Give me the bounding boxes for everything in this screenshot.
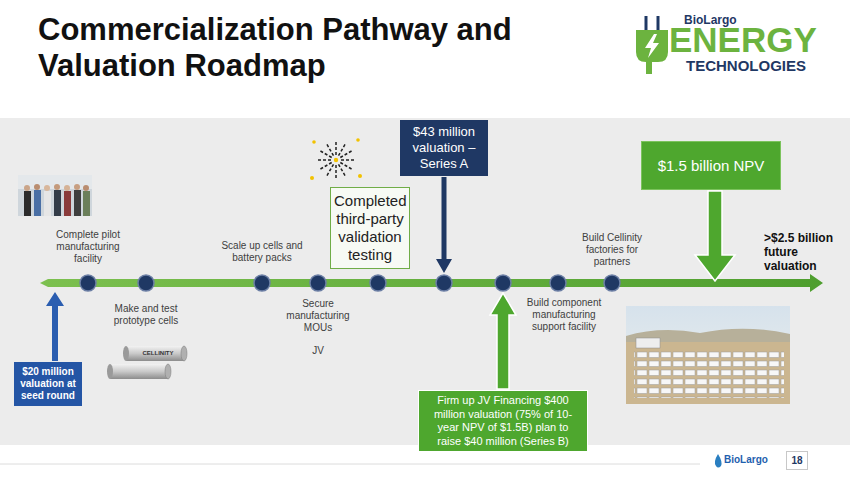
fireworks-icon: [339, 164, 347, 177]
fireworks-icon: [319, 163, 332, 171]
npv-arrow: [695, 191, 735, 281]
validation-box: Completed third-party validation testing: [330, 187, 410, 269]
facility-photo: [636, 338, 660, 348]
milestone-label: JV: [298, 345, 338, 357]
biolargo-small-logo-icon: [715, 454, 722, 468]
fireworks-icon: [339, 143, 347, 156]
facility-photo: [626, 306, 790, 404]
seed-arrow: [46, 292, 64, 361]
team-photo: [44, 191, 51, 216]
milestone-label: Build component manufacturing support fa…: [519, 297, 609, 333]
team-photo: [34, 190, 41, 216]
milestone-label: Scale up cells and battery packs: [216, 240, 308, 264]
fireworks-stars: [310, 176, 314, 180]
team-photo: [34, 184, 40, 190]
cell-brand-label: CELLINITY: [136, 349, 180, 357]
battery-cells-image: [126, 346, 184, 361]
fireworks-icon: [340, 163, 353, 171]
logo-plug-icon: [657, 16, 660, 30]
slide-title: Commercialization Pathway and Valuation …: [38, 12, 608, 84]
fireworks-icon: [335, 140, 337, 155]
fireworks-icon: [341, 159, 356, 161]
timeline-arrow: [40, 274, 823, 292]
timeline-dots: [254, 275, 270, 291]
fireworks-icon: [316, 140, 356, 180]
fireworks-icon: [326, 164, 334, 177]
facility-photo: [626, 306, 790, 404]
timeline-dots: [550, 275, 566, 291]
team-photo: [83, 185, 89, 191]
series-b-arrow: [490, 293, 516, 389]
team-photo: [44, 185, 50, 191]
battery-cells-image: [181, 346, 187, 361]
timeline-dots: [80, 275, 620, 291]
milestone-label: Make and test prototype cells: [96, 303, 196, 327]
footer-rule: [0, 464, 700, 465]
box-text: Firm up JV Financing $400 million valuat…: [425, 394, 581, 448]
fireworks-stars: [356, 138, 360, 142]
biolargo-small-logo-icon: [715, 454, 722, 468]
timeline-dots: [604, 275, 620, 291]
timeline-dots: [138, 275, 154, 291]
facility-photo: [634, 350, 784, 398]
fireworks-icon: [335, 165, 337, 180]
fireworks-stars: [312, 140, 316, 144]
team-photo: [74, 184, 80, 190]
footer-logo-text: BioLargo: [724, 454, 784, 466]
battery-cells-image: [123, 346, 129, 361]
fireworks-icon: [319, 150, 332, 158]
team-photo: [74, 190, 81, 216]
fireworks-stars: [334, 158, 338, 162]
fireworks-icon: [326, 143, 334, 156]
fireworks-icon: [340, 150, 353, 158]
series-a-arrow: [436, 177, 452, 273]
logo-plug-icon: [645, 16, 648, 30]
team-photo: [18, 175, 92, 216]
facility-photo: [626, 342, 790, 404]
battery-cells-image: [107, 346, 187, 379]
page-number-box: 18: [786, 451, 808, 470]
battery-cells-image: [110, 364, 168, 379]
milestone-label: Secure manufacturing MOUs: [278, 298, 358, 334]
team-photo: [54, 190, 61, 216]
logo-technologies-text: TECHNOLOGIES: [686, 57, 826, 74]
box-text: 18: [787, 453, 807, 468]
milestone-label: Complete pilot manufacturing facility: [48, 229, 128, 265]
timeline-dots: [436, 275, 452, 291]
milestone-label: Build Cellinity factories for partners: [572, 232, 652, 268]
team-photo: [64, 185, 70, 191]
team-photo: [24, 191, 31, 216]
battery-cells-image: [107, 364, 113, 379]
timeline-dots: [370, 275, 386, 291]
battery-cells-image: [165, 364, 171, 379]
box-text: Completed third-party validation testing: [334, 192, 406, 264]
fireworks-icon: [316, 159, 331, 161]
npv-box: $1.5 billion NPV: [641, 141, 781, 190]
box-text: $1.5 billion NPV: [648, 156, 774, 175]
timeline-dots: [310, 275, 326, 291]
timeline-dots: [80, 275, 96, 291]
team-photo: [24, 185, 30, 191]
series-a-box: $43 million valuation – Series A: [400, 120, 488, 176]
team-photo: [18, 175, 92, 216]
logo-plug-icon: [636, 16, 668, 74]
logo-plug-icon: [636, 30, 668, 74]
team-photo: [54, 184, 60, 190]
fireworks-stars: [310, 138, 362, 180]
box-text: $20 million valuation at seed round: [17, 366, 79, 402]
logo-energy-text: ENERGY: [669, 22, 829, 58]
future-valuation-label: >$2.5 billion future valuation: [764, 231, 846, 273]
box-text: $43 million valuation – Series A: [404, 124, 484, 172]
team-photo: [83, 191, 90, 216]
team-photo: [64, 191, 71, 216]
fireworks-stars: [358, 174, 362, 178]
timeline-arrow: [40, 274, 823, 292]
logo-plug-icon: [645, 34, 659, 58]
timeline-dots: [495, 275, 511, 291]
series-b-box: Firm up JV Financing $400 million valuat…: [418, 390, 588, 452]
seed-box: $20 million valuation at seed round: [14, 362, 82, 406]
